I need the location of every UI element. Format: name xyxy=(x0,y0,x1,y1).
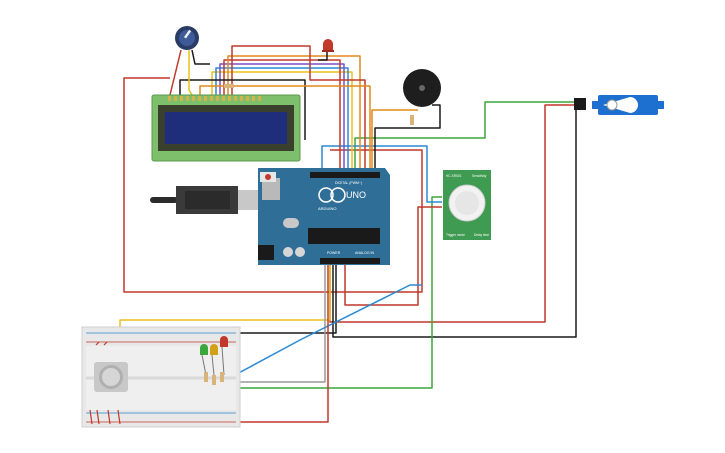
usb-cable xyxy=(150,186,266,214)
potentiometer xyxy=(175,26,199,50)
wire-lcd-d6 xyxy=(231,45,366,168)
red-led xyxy=(322,39,334,52)
pir-sensor: HC-SR501 Sensitivity Trigger mode Delay … xyxy=(443,170,491,240)
wire-orange-buzzer xyxy=(371,109,418,168)
wire-blue-bb xyxy=(221,284,422,383)
piezo-buzzer xyxy=(403,69,441,125)
wire-red-lcd-loop xyxy=(123,77,423,293)
wire-red-bb xyxy=(240,262,329,423)
wire-blue-pir xyxy=(321,145,442,203)
lcd-resistor xyxy=(224,84,234,88)
wire-black-buzzer xyxy=(374,104,441,168)
wire-black-bb xyxy=(240,262,337,334)
wire-lcd-d2 xyxy=(215,67,349,168)
power-header-label: POWER xyxy=(327,251,341,255)
digital-header-label: DIGITAL (PWM~) xyxy=(335,181,362,185)
wire-lcd-rs xyxy=(199,85,371,168)
breadboard xyxy=(81,326,241,428)
analog-header-label: ANALOG IN xyxy=(355,251,375,255)
pir-label-tl: HC-SR501 xyxy=(446,174,462,178)
wire-led-top xyxy=(318,52,328,61)
resistors xyxy=(204,372,224,385)
wire-lcd-black xyxy=(179,79,306,140)
pir-label-tr: Sensitivity xyxy=(472,174,487,178)
red-led-2 xyxy=(220,336,228,376)
wire-green-pir xyxy=(230,196,442,389)
wire-lcd-d1 xyxy=(211,71,353,168)
wire-red-pir xyxy=(344,206,442,306)
wire-lcd-d4 xyxy=(223,59,341,168)
wire-gray-bb xyxy=(225,262,326,383)
buzzer-resistor xyxy=(410,115,414,125)
lcd-pins xyxy=(168,96,261,101)
yellow-led xyxy=(210,344,218,376)
wire-pot-red xyxy=(169,49,182,96)
pir-label-br: Delay time xyxy=(474,233,489,237)
wire-pot-black xyxy=(191,49,210,65)
wires xyxy=(119,45,580,423)
arduino-brand: ARDUINO xyxy=(318,206,336,211)
wire-lcd-d5 xyxy=(227,55,361,168)
wire-green-servo xyxy=(354,101,578,168)
green-led xyxy=(200,344,208,376)
arduino-uno: UNO ARDUINO DIGITAL (PWM~) POWER ANALOG … xyxy=(258,168,390,265)
pir-label-bl: Trigger mode xyxy=(446,233,465,237)
wire-pot-yellow xyxy=(188,50,193,96)
arduino-logo: UNO xyxy=(346,190,366,200)
lcd-16x2 xyxy=(151,84,301,162)
servo-motor xyxy=(574,95,664,115)
